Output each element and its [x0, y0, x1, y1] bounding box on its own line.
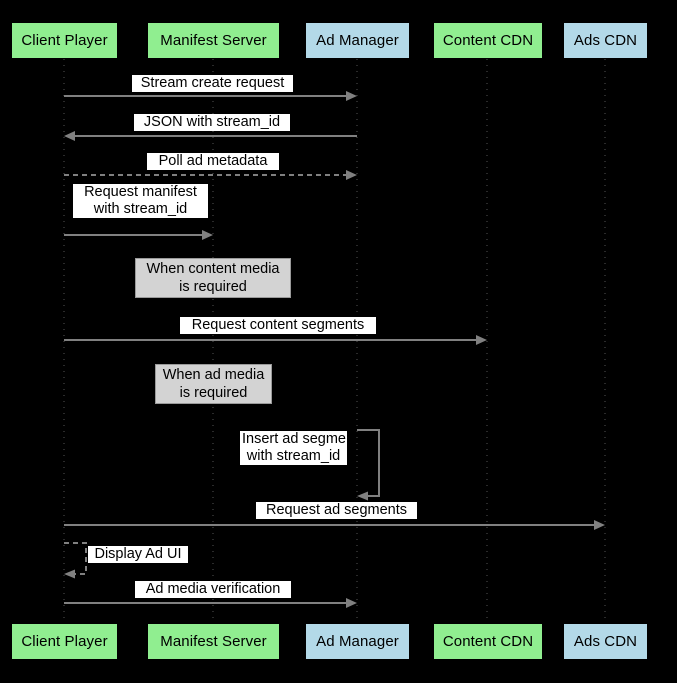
participant-footer-admgr[interactable]: Ad Manager	[305, 623, 410, 660]
participant-label: Ads CDN	[573, 633, 638, 650]
participant-footer-content[interactable]: Content CDN	[433, 623, 543, 660]
message-label-m2: JSON with stream_id	[134, 114, 290, 131]
arrowhead-m3	[346, 170, 357, 180]
participant-header-adscdn[interactable]: Ads CDN	[563, 22, 648, 59]
message-label-m6: Insert ad segments with stream_id	[240, 431, 366, 465]
participant-label: Ad Manager	[316, 32, 399, 49]
participant-label: Manifest Server	[160, 32, 267, 49]
participant-label: Ad Manager	[316, 633, 399, 650]
participant-label: Content CDN	[442, 633, 534, 650]
arrowhead-m7	[594, 520, 605, 530]
participant-label: Ads CDN	[573, 32, 638, 49]
participant-label: Client Player	[21, 32, 108, 49]
note-n2: When ad media is required	[155, 364, 272, 404]
participant-footer-manifest[interactable]: Manifest Server	[147, 623, 280, 660]
participant-footer-adscdn[interactable]: Ads CDN	[563, 623, 648, 660]
participant-header-admgr[interactable]: Ad Manager	[305, 22, 410, 59]
message-label-m1: Stream create request	[132, 75, 293, 92]
arrowhead-m2	[64, 131, 75, 141]
participant-footer-client[interactable]: Client Player	[11, 623, 118, 660]
message-arrows-group	[64, 91, 605, 608]
participant-label: Manifest Server	[160, 633, 267, 650]
message-label-m3: Poll ad metadata	[147, 153, 279, 170]
message-arrow-m8	[64, 542, 87, 575]
message-label-m4: Request manifest with stream_id	[73, 184, 208, 218]
arrowhead-m6	[357, 491, 368, 501]
message-label-m5: Request content segments	[180, 317, 376, 334]
participant-header-content[interactable]: Content CDN	[433, 22, 543, 59]
arrowhead-m4	[202, 230, 213, 240]
participant-label: Content CDN	[442, 32, 534, 49]
participant-label: Client Player	[21, 633, 108, 650]
participant-header-client[interactable]: Client Player	[11, 22, 118, 59]
arrowhead-m8	[64, 569, 75, 579]
note-n1: When content media is required	[135, 258, 291, 298]
arrowhead-m1	[346, 91, 357, 101]
arrowhead-m9	[346, 598, 357, 608]
message-arrow-m6	[357, 429, 380, 497]
arrowhead-m5	[476, 335, 487, 345]
message-label-m7: Request ad segments	[256, 502, 417, 519]
message-label-m8: Display Ad UI	[88, 546, 188, 563]
message-label-m9: Ad media verification	[135, 581, 291, 598]
participant-header-manifest[interactable]: Manifest Server	[147, 22, 280, 59]
